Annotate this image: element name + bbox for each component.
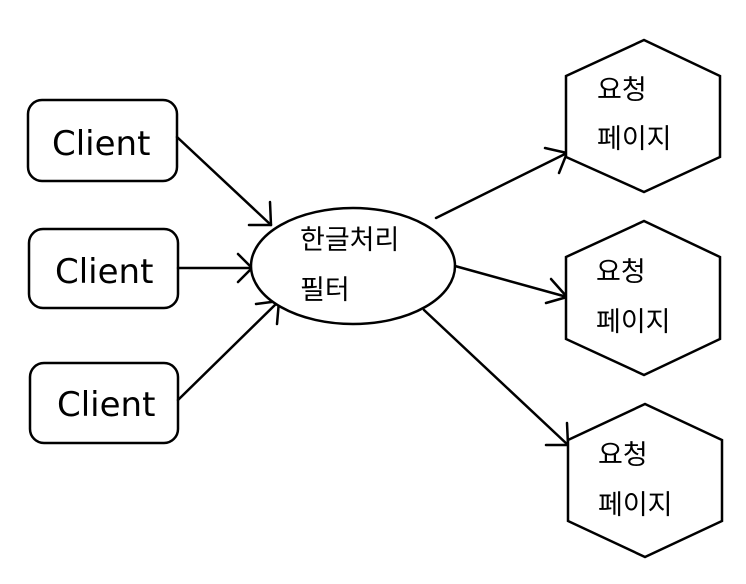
arrow-line: [176, 299, 281, 402]
client-node-3: Client: [28, 361, 180, 445]
page-label-line1: 요청: [597, 75, 647, 106]
arrow-head: [247, 200, 273, 227]
edge-filter-to-page1: [434, 146, 569, 220]
page-node-1: 요청 페이지: [564, 38, 722, 194]
edge-client3-to-filter: [176, 299, 281, 402]
client-label: Client: [55, 252, 153, 292]
arrow-line: [434, 151, 569, 220]
page-hexagon: [566, 402, 724, 559]
page-label-line1: 요청: [596, 257, 646, 288]
page-label-line2: 페이지: [596, 307, 671, 338]
page-node-2: 요청 페이지: [564, 219, 722, 377]
edge-client1-to-filter: [175, 135, 273, 227]
edge-filter-to-page3: [422, 308, 570, 447]
page-label-line1: 요청: [598, 440, 648, 471]
filter-node: 한글처리 필터: [249, 206, 457, 326]
client-node-1: Client: [26, 98, 179, 183]
client-box: [26, 98, 179, 183]
client-label: Client: [57, 385, 155, 425]
client-box: [28, 361, 180, 445]
arrow-head: [543, 146, 569, 175]
client-node-2: Client: [27, 227, 180, 310]
edge-filter-to-page2: [453, 264, 569, 305]
filter-label-line2: 필터: [300, 275, 350, 306]
arrow-line: [422, 308, 570, 447]
page-node-3: 요청 페이지: [566, 402, 724, 559]
client-label: Client: [52, 124, 150, 164]
page-label-line2: 페이지: [597, 124, 672, 155]
edge-client2-to-filter: [176, 252, 254, 284]
page-label-line2: 페이지: [598, 490, 673, 521]
arrow-line: [175, 135, 273, 227]
page-hexagon: [564, 219, 722, 377]
page-hexagon: [564, 38, 722, 194]
filter-label-line1: 한글처리: [300, 225, 399, 256]
arrow-line: [453, 264, 569, 299]
